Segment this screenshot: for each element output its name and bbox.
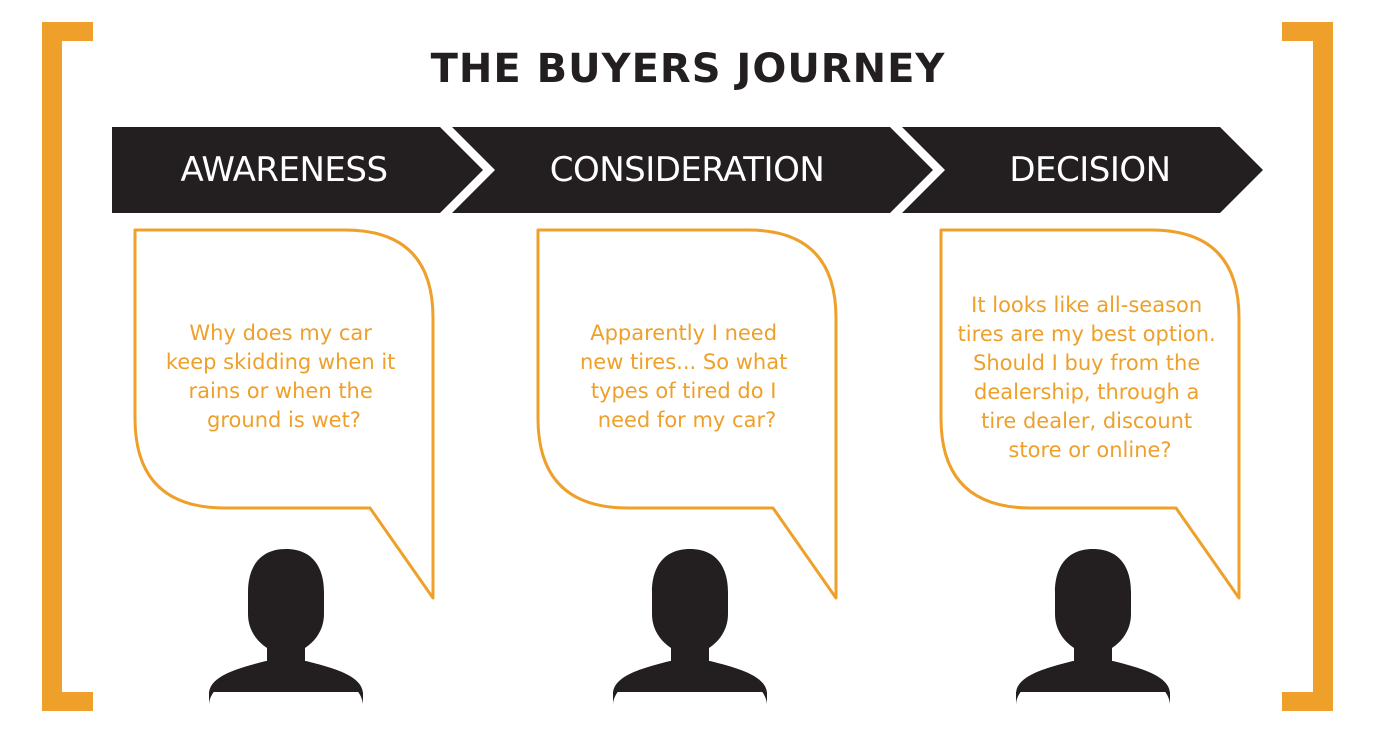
stage-arrow-awareness	[112, 127, 483, 213]
svg-text:Why does my car keep ski: Why does my car keep skidding when it ra…	[166, 321, 402, 432]
bubble-line: new tires... So what	[580, 350, 787, 374]
bubble-line: rains or when the	[189, 379, 373, 403]
person-silhouette-icon	[613, 549, 767, 704]
bubble-line: tires are my best option.	[958, 322, 1216, 346]
speech-bubble-outline	[939, 228, 1241, 600]
bubble-line: keep skidding when it	[166, 350, 395, 374]
speech-bubble-decision: It looks like all-season tires are my be…	[939, 228, 1241, 600]
stage-arrow-decision	[902, 127, 1263, 213]
stage-label-awareness: AWARENESS	[180, 150, 387, 190]
bubble-line: need for my car?	[598, 408, 776, 432]
bubble-line: tire dealer, discount	[981, 409, 1192, 433]
right-bracket	[1282, 22, 1333, 711]
bubble-line: Should I buy from the	[973, 351, 1200, 375]
person-silhouette-icon	[1016, 549, 1170, 704]
speech-bubble-awareness: Why does my car keep skidding when it ra…	[133, 228, 435, 600]
svg-text:It looks like all-season: It looks like all-season tires are my be…	[958, 293, 1223, 462]
speech-bubble-outline	[536, 228, 838, 600]
bubble-line: types of tired do I	[591, 379, 777, 403]
speech-bubble-consideration: Apparently I need new tires... So what t…	[536, 228, 838, 600]
bubble-line: dealership, through a	[974, 380, 1199, 404]
page-title: THE BUYERS JOURNEY	[431, 46, 946, 92]
stage-arrow-consideration	[452, 127, 933, 213]
svg-text:Apparently I need new ti: Apparently I need new tires... So what t…	[580, 321, 794, 432]
stage-label-decision: DECISION	[1009, 150, 1170, 190]
bubble-line: ground is wet?	[207, 408, 361, 432]
left-bracket	[42, 22, 93, 711]
speech-bubble-outline	[133, 228, 435, 600]
bubble-line: Why does my car	[189, 321, 372, 345]
person-silhouette-icon	[209, 549, 363, 704]
stage-label-consideration: CONSIDERATION	[550, 150, 825, 190]
bubble-line: It looks like all-season	[971, 293, 1202, 317]
bubble-line: store or online?	[1008, 438, 1171, 462]
bubble-line: Apparently I need	[590, 321, 777, 345]
